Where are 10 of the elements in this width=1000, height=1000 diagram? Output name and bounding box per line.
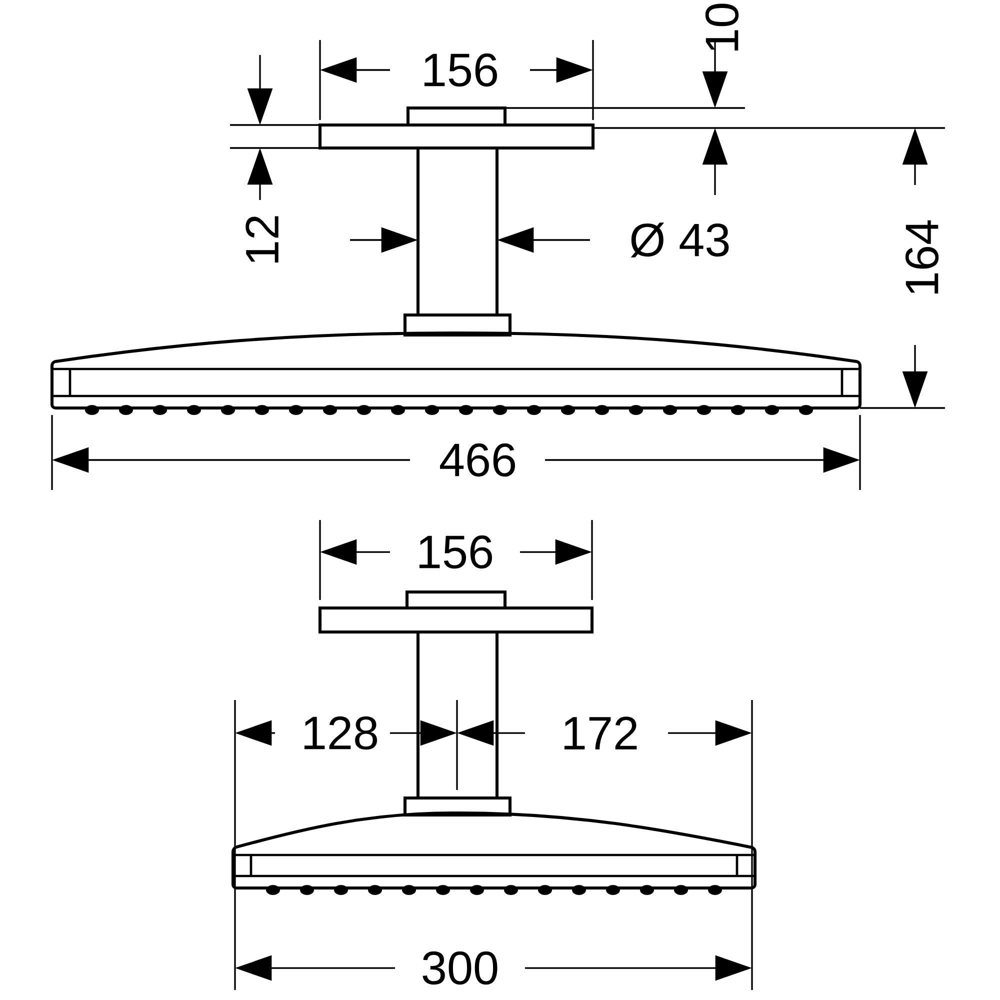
dimension-label: 128 (304, 716, 378, 750)
dimension-label: 10 (705, 4, 739, 50)
dimension-label: 466 (440, 443, 516, 477)
dimension-label: Ø 43 (630, 222, 729, 258)
dimension-label: 172 (564, 716, 637, 750)
dimension-label: 300 (422, 951, 498, 985)
dimension-label: 156 (424, 53, 498, 87)
dimension-label: 156 (419, 535, 492, 569)
dimension-label: 12 (246, 216, 278, 262)
dimension-label: 164 (905, 220, 939, 294)
